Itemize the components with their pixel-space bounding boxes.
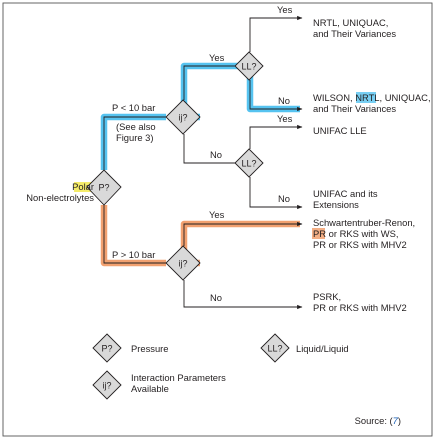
edge-low-pressure <box>103 116 166 170</box>
no-label-ll-mid: No <box>278 193 290 204</box>
liquid-liquid-decision-mid: LL? <box>234 148 264 178</box>
edge-ll-mid-yes <box>249 124 303 149</box>
edge-ll-top-yes <box>249 15 303 52</box>
edge-ij-high-yes <box>183 221 303 246</box>
svg-text:Interaction Parameters: Interaction Parameters <box>131 372 226 383</box>
highlight-nrtl <box>356 92 376 103</box>
source-ref: 7 <box>393 415 399 426</box>
outcome-wilson-highlight: NRTL <box>355 92 379 103</box>
svg-text:P?: P? <box>101 344 112 354</box>
outcome-sr-highlight: PR <box>313 228 326 239</box>
outcome-sr-line3: PR or RKS with MHV2 <box>313 239 407 250</box>
high-pressure-label: P > 10 bar <box>112 249 155 260</box>
outcome-unifac-ext-line2: Extensions <box>313 199 359 210</box>
legend-liquid-liquid: LL? Liquid/Liquid <box>260 333 349 363</box>
low-pressure-label: P < 10 bar <box>112 102 155 113</box>
outcome-sr-line1: Schwartentruber-Renon, <box>313 217 415 228</box>
see-also-label-2: Figure 3) <box>116 132 154 143</box>
edge-ij-high-no <box>183 280 303 310</box>
outcome-psrk-line1: PSRK, <box>313 291 341 302</box>
svg-text:LL?: LL? <box>267 344 282 354</box>
outcome-sr-line2: PR or RKS with WS, <box>313 228 398 239</box>
interaction-params-decision-high: ij? <box>165 245 201 281</box>
yes-label-ij-high: Yes <box>209 209 225 220</box>
outcome-unifac-lle: UNIFAC LLE <box>313 125 367 136</box>
highlight-pr <box>312 228 325 239</box>
legend-interaction-params: ij? Interaction Parameters Available <box>92 370 226 400</box>
input-label-line2: Non-electrolytes <box>26 192 94 203</box>
edge-ll-top-no <box>249 80 303 112</box>
yes-label-ij-low: Yes <box>209 52 225 63</box>
svg-text:ij?: ij? <box>178 113 187 123</box>
outcome-wilson-line1: WILSON, NRTL, UNIQUAC, <box>313 92 431 103</box>
edge-ij-low-yes <box>183 65 238 100</box>
svg-text:ij?: ij? <box>102 381 111 391</box>
svg-text:Available: Available <box>131 383 169 394</box>
highlight-low-pressure-path <box>100 62 300 170</box>
see-also-label-1: (See also <box>116 121 156 132</box>
edge-ij-low-no <box>183 134 236 164</box>
svg-text:P?: P? <box>98 183 109 193</box>
yes-label-ll-top: Yes <box>277 4 293 15</box>
input-label-line1: Polar <box>72 181 94 192</box>
svg-text:ij?: ij? <box>178 259 187 269</box>
no-label-ij-low: No <box>210 149 222 160</box>
yes-label-ll-mid: Yes <box>277 113 293 124</box>
svg-text:Pressure: Pressure <box>131 343 169 354</box>
interaction-params-decision-low: ij? <box>165 99 201 135</box>
legend-pressure: P? Pressure <box>92 333 169 363</box>
no-label-ll-top: No <box>278 95 290 106</box>
edge-ll-mid-no <box>249 177 303 210</box>
outcome-unifac-ext-line1: UNIFAC and its <box>313 188 378 199</box>
outcome-wilson-line2: and Their Variances <box>313 103 396 114</box>
svg-text:LL?: LL? <box>241 159 256 169</box>
svg-text:Liquid/Liquid: Liquid/Liquid <box>296 343 349 354</box>
outcome-nrtl-line2: and Their Variances <box>313 28 396 39</box>
outcome-psrk-line2: PR or RKS with MHV2 <box>313 302 407 313</box>
liquid-liquid-decision-top: LL? <box>234 51 264 81</box>
outcome-nrtl-line1: NRTL, UNIQUAC, <box>313 17 388 28</box>
source-note: Source: (7) <box>355 415 401 426</box>
edge-high-pressure <box>103 205 166 264</box>
no-label-ij-high: No <box>210 292 222 303</box>
svg-text:LL?: LL? <box>241 62 256 72</box>
pressure-decision: P? <box>86 169 122 206</box>
